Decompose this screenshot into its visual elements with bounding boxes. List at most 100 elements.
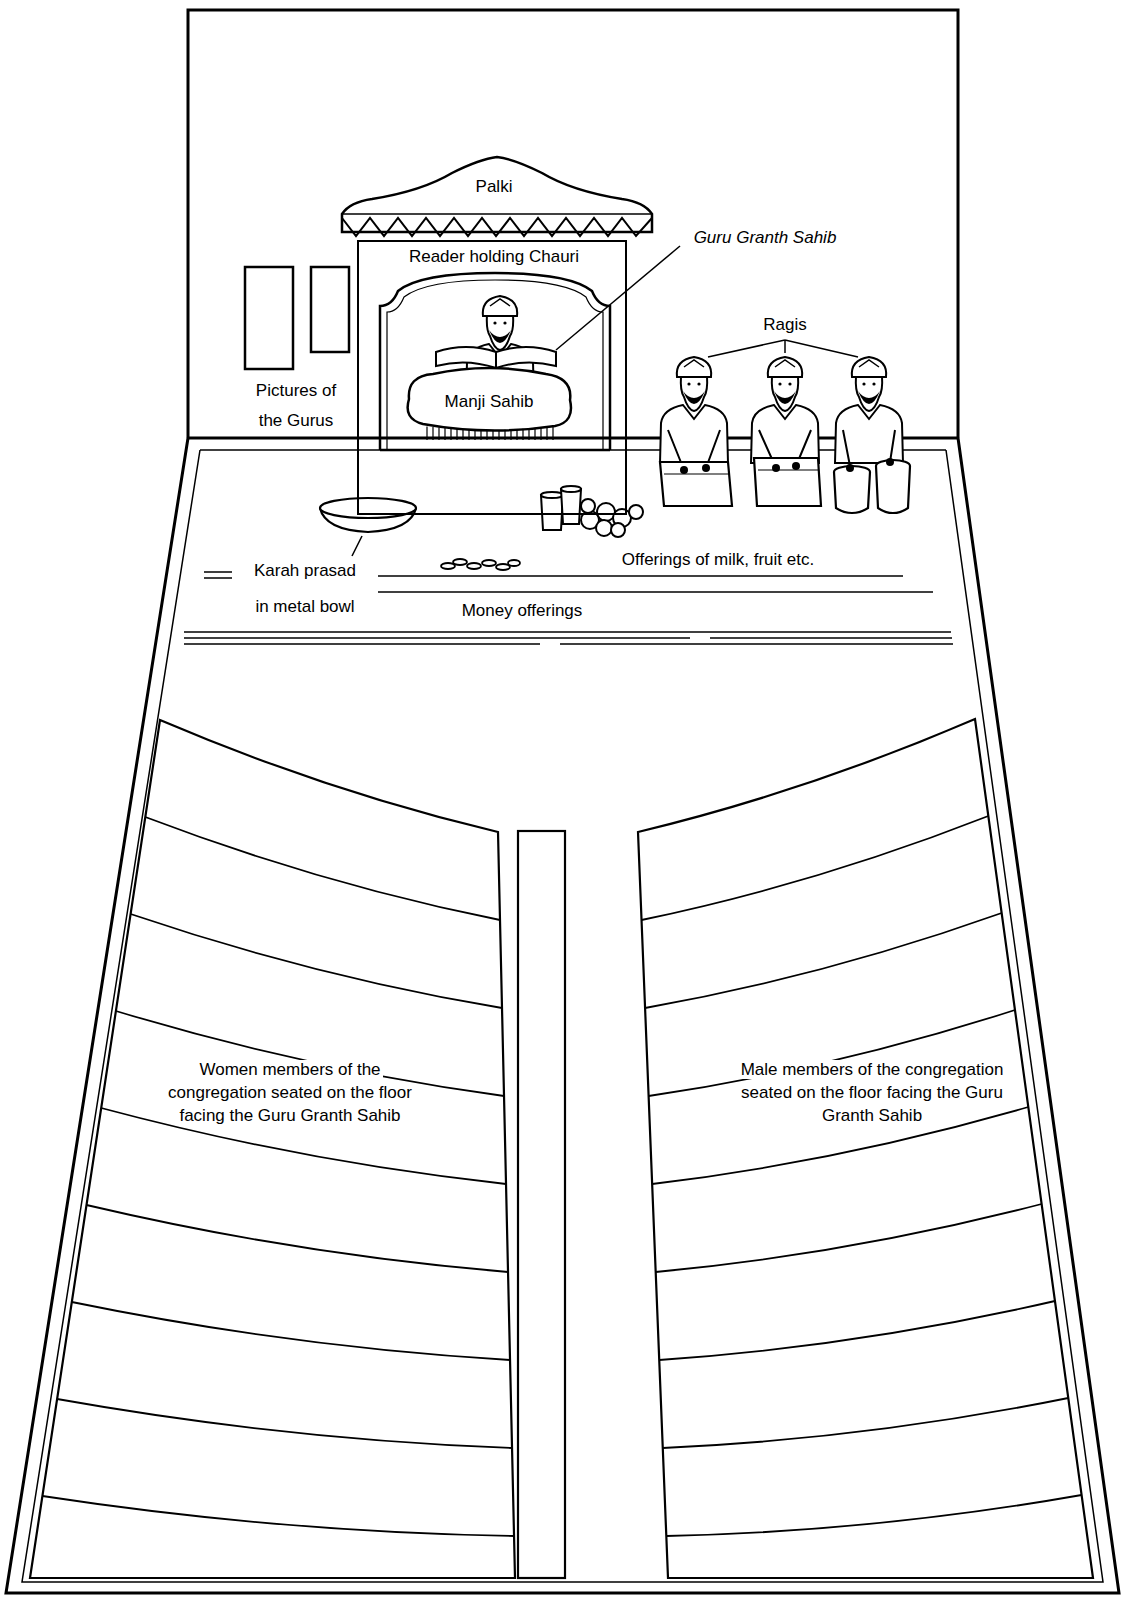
ragi-musicians — [843, 430, 895, 466]
ragi-musicians — [660, 458, 910, 513]
label-holder: Money offerings — [422, 600, 622, 621]
cushion-outline — [540, 427, 541, 440]
ragi-musicians — [680, 458, 894, 474]
money-label: Money offerings — [460, 601, 585, 620]
manji-title: Manji Sahib — [443, 392, 536, 411]
seating-rows — [30, 720, 515, 1578]
musicians-label: Ragis — [761, 315, 808, 334]
palki-arch — [380, 273, 610, 450]
cushion-outline — [552, 426, 553, 440]
cushion-outline — [468, 430, 469, 440]
ragi-musicians — [702, 464, 710, 472]
palki-roof — [342, 218, 652, 236]
seating-rows — [72, 1302, 510, 1360]
manji-sahib-cushion: Manji Sahib — [403, 364, 576, 441]
platform-edge-lines — [378, 575, 903, 577]
cushion-outline — [546, 427, 547, 440]
palki-arch — [380, 273, 610, 450]
label-holder: Karah prasad in metal bowl — [250, 553, 360, 625]
cushion-outline — [534, 428, 535, 440]
cushion-outline — [504, 430, 505, 440]
label-holder: Ragis — [745, 314, 825, 335]
women-seating: Women members of the congregation seated… — [0, 700, 540, 1600]
palki-roof — [342, 213, 652, 215]
cushion-outline — [486, 430, 487, 440]
seating-note: Male members of the congregation seated … — [739, 1060, 1006, 1125]
milk-and-fruit-offerings — [581, 499, 595, 513]
ragi-musicians — [751, 357, 819, 463]
leader-lines — [785, 340, 858, 357]
book-label: Guru Granth Sahib — [692, 228, 839, 247]
ragi-musicians — [886, 458, 894, 466]
pictures-of-gurus — [311, 267, 349, 352]
offerings-label: Offerings of milk, fruit etc. — [620, 550, 816, 569]
ragi-musicians — [846, 464, 854, 472]
text-holder: Manji Sahib — [409, 391, 569, 412]
cushion-outline — [432, 427, 433, 440]
money-offerings-coins — [441, 563, 455, 569]
reader-caption: Reader holding Chauri — [407, 247, 581, 266]
label-holder: Offerings of milk, fruit etc. — [558, 549, 878, 570]
platform-edge-lines — [184, 637, 952, 639]
seating-rows — [30, 720, 515, 1578]
seating-note: Women members of the congregation seated… — [166, 1060, 414, 1125]
platform-edge-lines — [184, 643, 953, 645]
cushion-outline — [408, 368, 571, 431]
karah-prasad-bowl — [352, 536, 362, 556]
text-holder: Palki — [434, 176, 554, 197]
seating-rows — [642, 816, 989, 920]
ragi-musicians — [758, 469, 818, 470]
text-holder: Reader holding Chauri — [369, 246, 619, 267]
cushion-outline — [444, 428, 445, 440]
seating-rows — [638, 719, 1093, 1578]
guru-granth-sahib-book — [436, 347, 556, 368]
ragi-musicians — [834, 472, 870, 513]
ragi-musicians — [792, 462, 800, 470]
milk-and-fruit-offerings — [611, 523, 625, 537]
text-holder: Male members of the congregation seated … — [737, 1058, 1007, 1127]
cushion-outline — [528, 428, 529, 440]
ragi-musicians — [754, 458, 821, 506]
guru-granth-sahib-book — [495, 352, 497, 368]
seating-rows — [42, 1496, 514, 1536]
cushion-outline — [450, 428, 451, 440]
milk-and-fruit-offerings — [561, 486, 581, 492]
milk-and-fruit-offerings — [541, 495, 563, 530]
seating-rows — [57, 1399, 512, 1448]
cushion-outline — [462, 429, 463, 440]
ragi-musicians — [680, 466, 688, 474]
ragi-musicians — [876, 466, 910, 513]
cushion-outline — [438, 427, 439, 440]
hall-walls — [188, 10, 958, 438]
money-offerings-coins — [482, 560, 496, 566]
pictures-of-gurus — [245, 267, 293, 369]
pictures-label: Pictures of the Gurus — [254, 381, 338, 430]
palki-roof — [342, 157, 652, 232]
milk-and-fruit-offerings — [596, 520, 612, 536]
text-holder: Women members of the congregation seated… — [155, 1058, 425, 1127]
money-offerings-coins — [441, 559, 520, 570]
karah-prasad-bowl — [320, 498, 416, 556]
ragi-musicians — [660, 357, 728, 463]
cushion-outline — [516, 429, 517, 440]
cushion-outline — [474, 430, 475, 440]
milk-and-fruit-offerings — [541, 492, 563, 498]
seating-rows — [663, 1398, 1069, 1448]
prasad-label: Karah prasad in metal bowl — [252, 561, 358, 616]
hall-walls — [6, 10, 1119, 1593]
palki-canopy: PalkiReader holding ChauriManji Sahib — [357, 240, 627, 515]
leader-lines — [556, 246, 858, 357]
palki-title: Palki — [474, 177, 515, 196]
leader-lines — [708, 340, 785, 357]
cushion-outline — [480, 430, 481, 440]
men-seating: Male members of the congregation seated … — [600, 700, 1123, 1600]
platform-edge-lines — [204, 572, 232, 578]
seating-rows — [656, 1204, 1042, 1272]
label-holder: Guru Granth Sahib — [665, 227, 865, 248]
ragi-musicians — [660, 462, 732, 506]
seating-rows — [87, 1205, 509, 1272]
hall-inner-walls — [22, 450, 1103, 1582]
guru-granth-sahib-book — [436, 347, 556, 368]
karah-prasad-bowl — [320, 498, 416, 518]
